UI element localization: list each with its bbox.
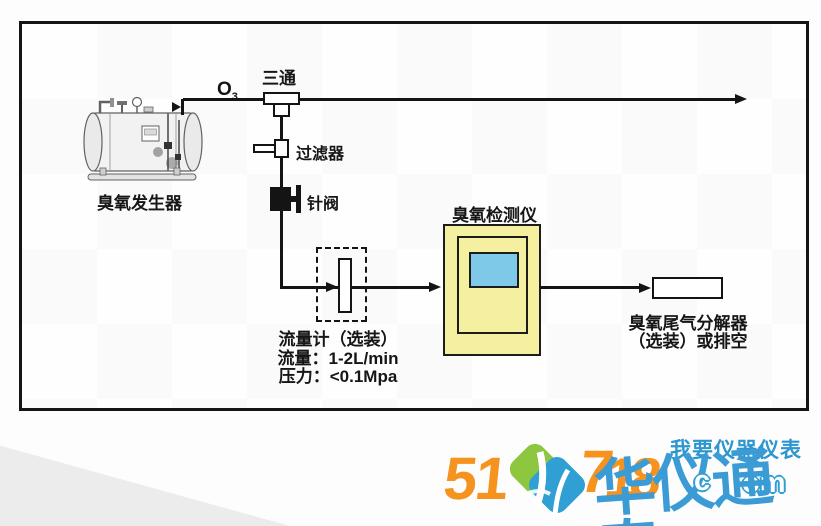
flowmeter-tube [338,258,352,313]
detector-label: 臭氧检测仪 [452,206,537,225]
decomposer-label-block: 臭氧尾气分解器 （选装）或排空 [612,315,764,351]
filter-port [253,144,276,153]
tee-fitting [263,92,300,105]
main-pipe-line [183,98,737,101]
detector-box [443,224,541,356]
detector-panel [457,236,528,334]
decomposer-arrow-icon [639,283,651,293]
sample-pipe-horizontal [280,286,430,289]
needle-valve-label: 针阀 [307,196,340,213]
outlet-valve-icon [172,102,181,112]
generator-outlet-pipe [181,99,184,115]
flowmeter-flow-spec: 流量：1-2L/min [277,348,399,368]
watermark-domain-om: om [742,467,786,499]
flowmeter-arrow-icon [326,282,338,292]
o3-label: O3 [217,79,238,103]
needle-valve-stem [291,196,296,202]
corner-wedge-decoration [0,445,290,526]
flowmeter-pressure-spec: 压力：<0.1Mpa [278,367,398,386]
brand-logo-icon [509,443,585,517]
flowmeter-dashed-box [316,247,367,322]
watermark-domain-c: c [694,465,711,497]
tee-label: 三通 [262,69,296,88]
flowmeter-label-block: 流量计（选装） 流量：1-2L/min 压力：<0.1Mpa [262,330,414,387]
detector-screen [469,252,519,288]
ozone-generator-illustration [83,96,203,181]
flowmeter-title: 流量计（选装） [278,330,398,349]
decomposer-label-line2: （选装）或排空 [628,332,748,351]
exhaust-pipe-line [540,286,640,289]
main-pipe-arrow-icon [735,94,747,104]
filter-label: 过滤器 [296,146,345,163]
needle-valve-handle [296,185,301,213]
decomposer-label-line1: 臭氧尾气分解器 [628,314,748,333]
o3-subscript: 3 [231,90,238,103]
diagram-frame [19,21,809,411]
tee-stub [273,105,290,117]
watermark-digits-51: 51 [440,445,511,512]
filter-symbol [274,139,289,158]
needle-valve-symbol [270,187,291,211]
generator-label: 臭氧发生器 [97,194,182,213]
detector-arrow-icon [429,282,441,292]
o3-base: O [217,79,232,100]
decomposer-box [652,277,723,299]
watermark-slogan: 我要仪器仪表 [670,439,802,462]
